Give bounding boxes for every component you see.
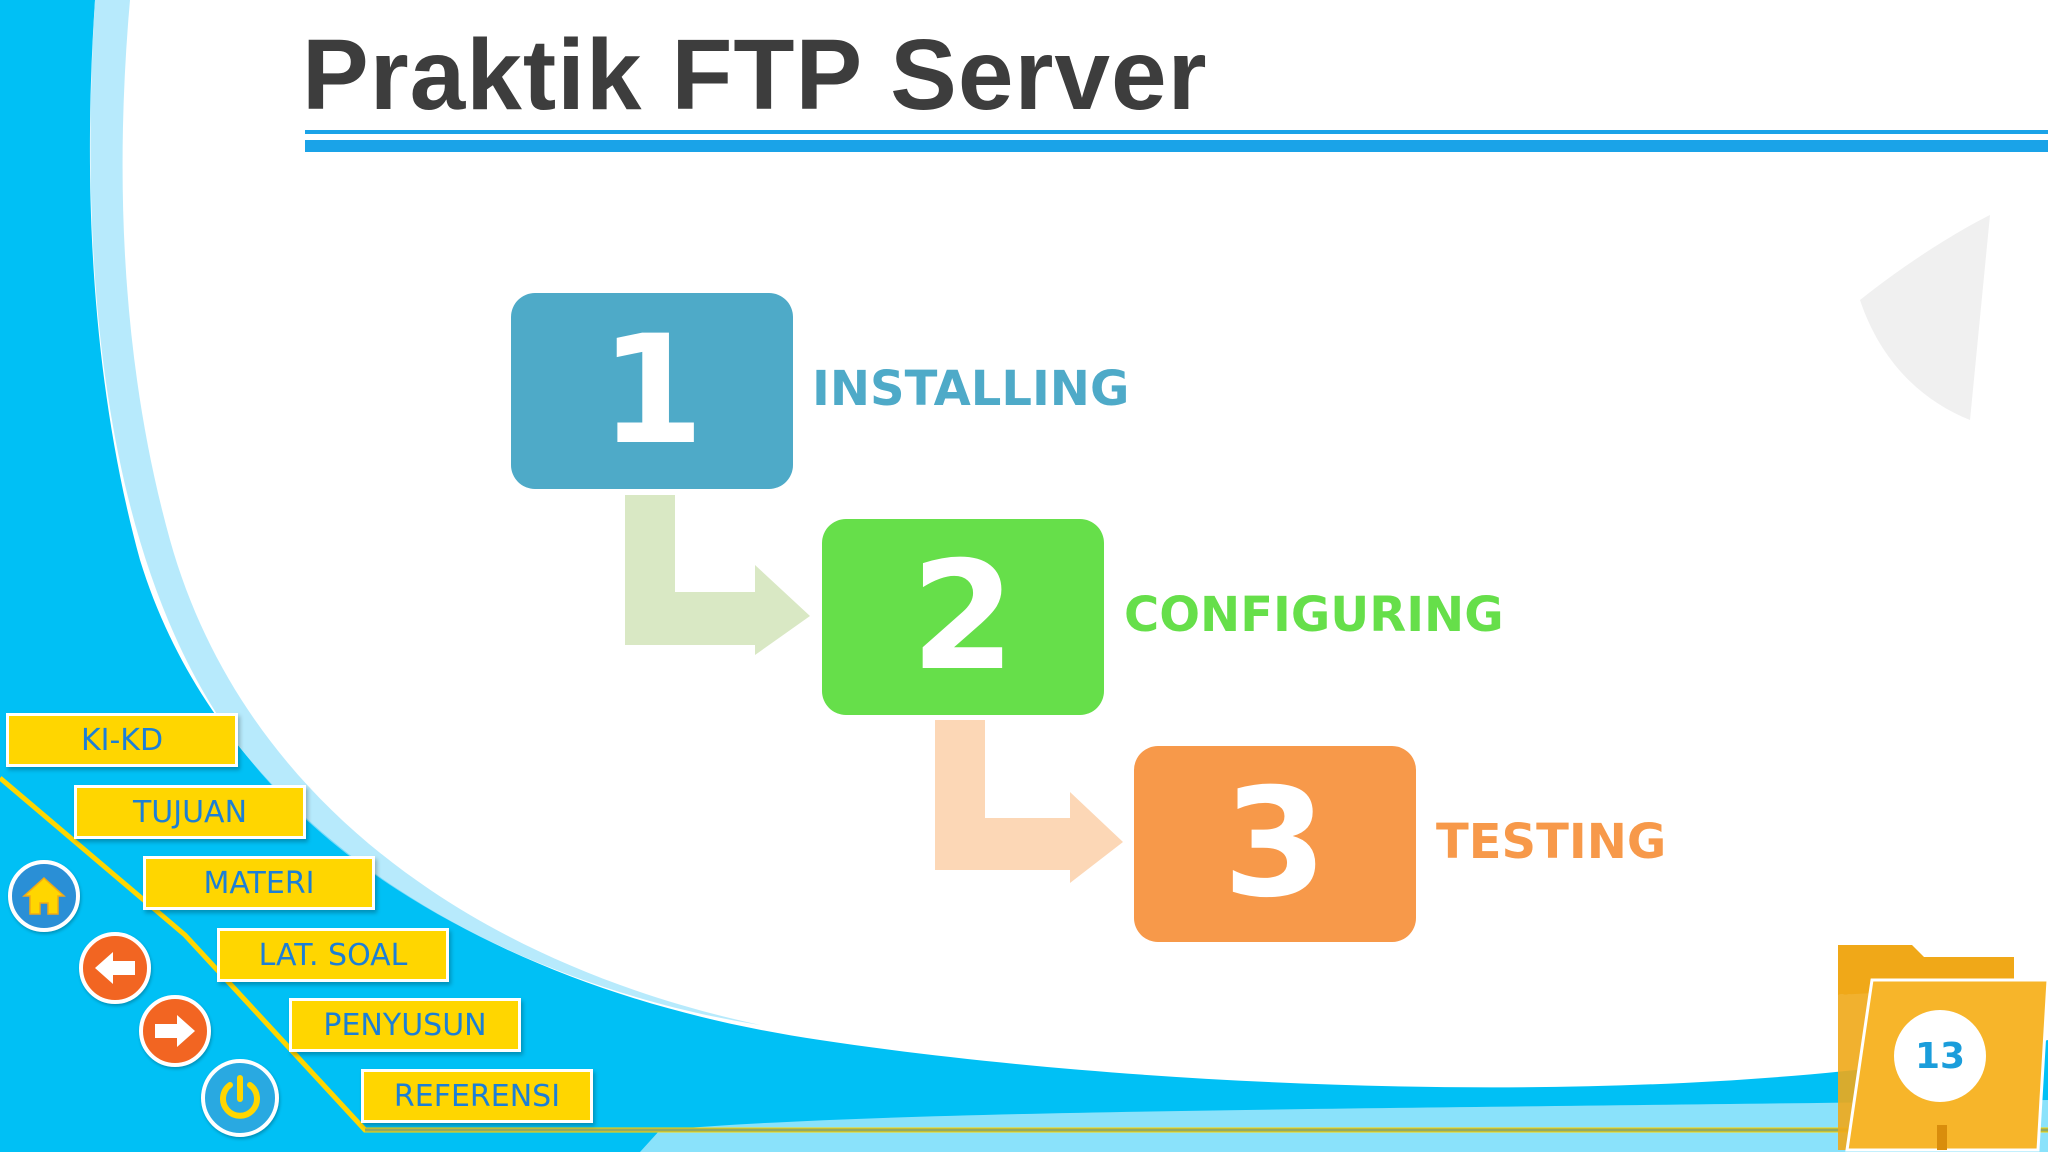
back-button[interactable] [79, 932, 151, 1004]
home-button[interactable] [8, 860, 80, 932]
folder-icon [1838, 945, 2048, 1152]
nav-materi-label: MATERI [203, 865, 315, 901]
step-3-number: 3 [1222, 757, 1328, 931]
step-3-label: TESTING [1436, 814, 1667, 870]
nav-ki-kd-label: KI-KD [80, 722, 164, 758]
step-1-number: 1 [599, 304, 705, 478]
nav-tujuan[interactable]: TUJUAN [74, 785, 306, 839]
nav-lat-soal[interactable]: LAT. SOAL [217, 928, 449, 982]
nav-lat-soal-label: LAT. SOAL [258, 937, 408, 973]
step-3-box: 3 [1134, 746, 1416, 942]
nav-referensi-label: REFERENSI [393, 1078, 561, 1114]
step-1-label: INSTALLING [812, 361, 1130, 417]
page-number: 13 [1894, 1010, 1986, 1102]
power-icon [220, 1075, 260, 1119]
power-button[interactable] [201, 1059, 279, 1137]
nav-materi[interactable]: MATERI [143, 856, 375, 910]
arrow-left-icon [95, 952, 135, 984]
step-2-number: 2 [910, 530, 1016, 704]
home-icon [22, 876, 66, 915]
arrow-right-icon [155, 1015, 195, 1047]
title-underline [305, 130, 2048, 152]
next-button[interactable] [139, 995, 211, 1067]
step-2-box: 2 [822, 519, 1104, 715]
step-2-label: CONFIGURING [1124, 587, 1504, 643]
step-connectors [625, 495, 1123, 883]
nav-penyusun[interactable]: PENYUSUN [289, 998, 521, 1052]
nav-ki-kd[interactable]: KI-KD [6, 713, 238, 767]
nav-tujuan-label: TUJUAN [132, 794, 248, 830]
nav-penyusun-label: PENYUSUN [323, 1007, 487, 1043]
step-1-box: 1 [511, 293, 793, 489]
slide-title: Praktik FTP Server [302, 19, 1208, 131]
nav-referensi[interactable]: REFERENSI [361, 1069, 593, 1123]
